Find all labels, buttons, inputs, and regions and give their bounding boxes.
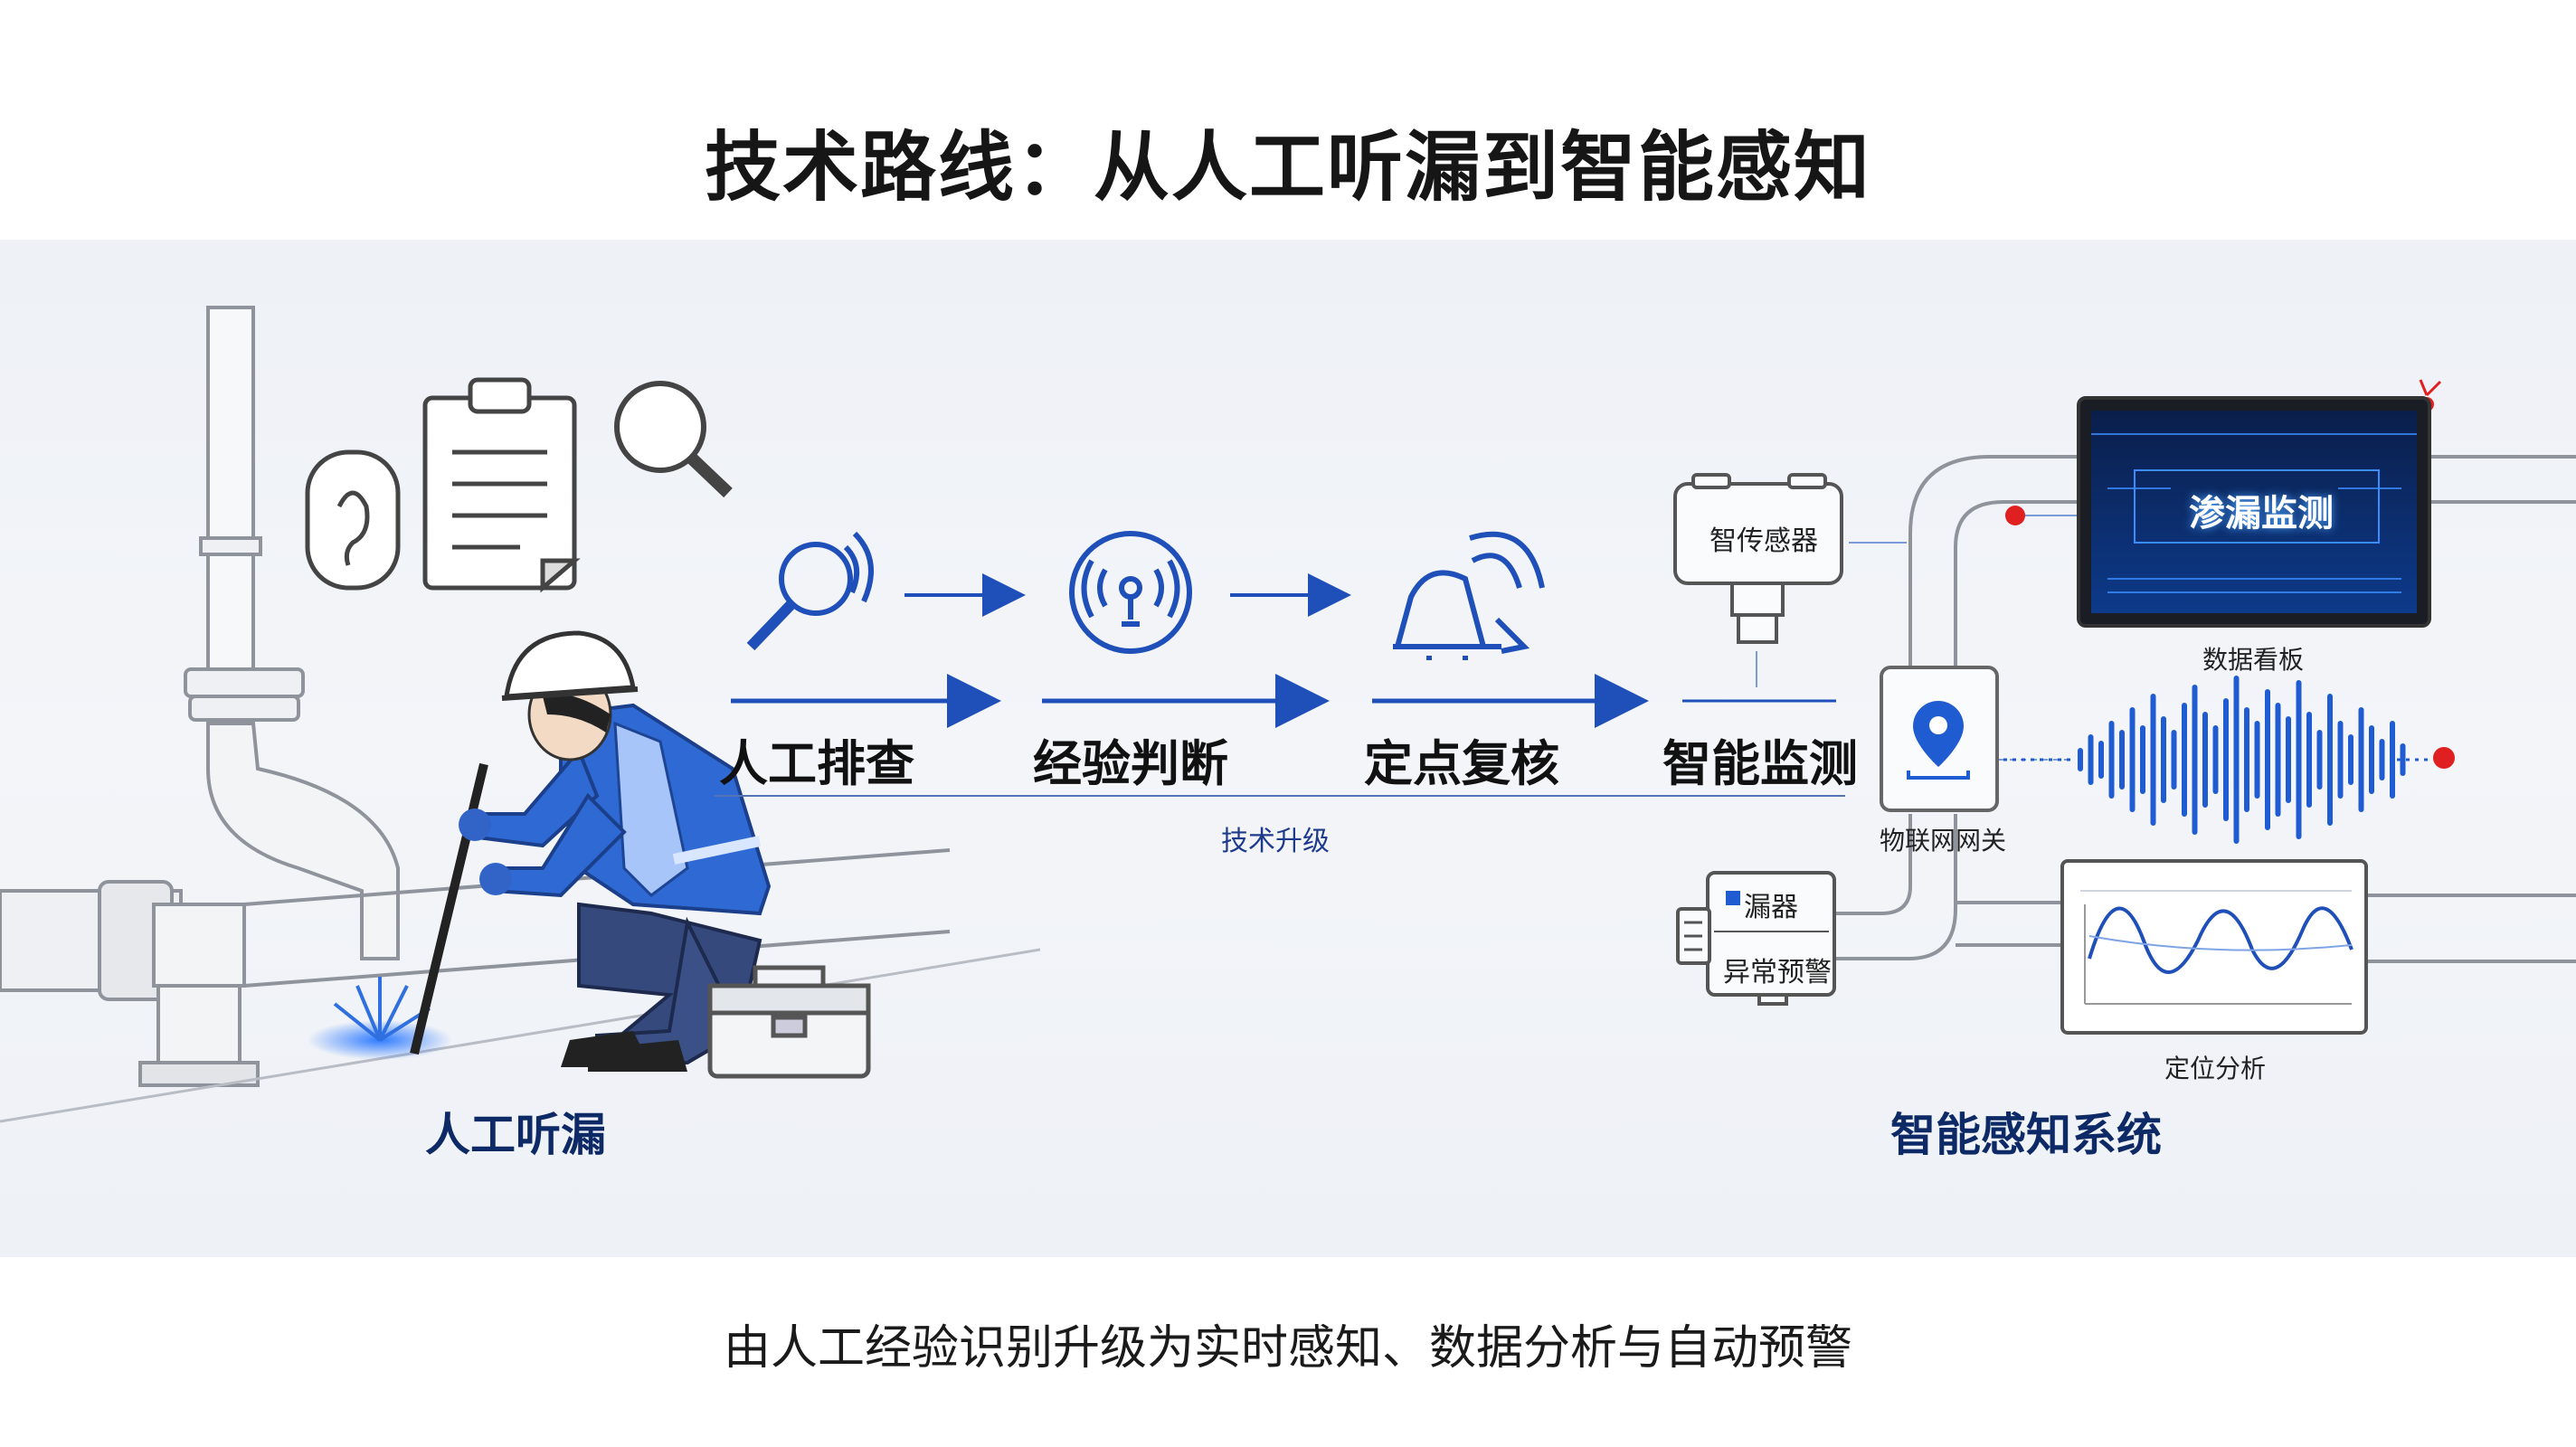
section-label-smart: 智能感知系统 xyxy=(1890,1109,2162,1161)
analysis-caption: 定位分析 xyxy=(2164,1054,2267,1083)
pipe-network-right xyxy=(1836,455,2576,963)
step-label-spot-recheck: 定点复核 xyxy=(1364,735,1559,792)
alert-dot-wave xyxy=(2433,747,2455,769)
search-signal-icon xyxy=(746,531,874,651)
step-label-experience-judgment: 经验判断 xyxy=(1033,735,1228,792)
magnifier-icon-grey xyxy=(614,381,733,498)
dashboard-screen-title: 渗漏监测 xyxy=(2189,493,2334,534)
page-title: 技术路线：从人工听漏到智能感知 xyxy=(704,123,1871,212)
footer-band xyxy=(0,1257,2576,1447)
sensor-node-icon xyxy=(1069,531,1192,654)
step-icons xyxy=(746,531,1545,660)
alert-dot-pipe xyxy=(2005,506,2025,525)
upgrade-label: 技术升级 xyxy=(1221,826,1330,857)
toolbox-icon xyxy=(707,965,871,1079)
detector-alert-label: 异常预警 xyxy=(1723,957,1832,988)
dashboard-caption: 数据看板 xyxy=(2202,645,2305,675)
iot-gateway-device xyxy=(1880,666,1999,812)
ear-icon xyxy=(305,449,401,591)
smart-sensor-device xyxy=(1673,473,1843,644)
sound-waveform xyxy=(2078,676,2406,844)
pipe-network-left xyxy=(0,306,951,1087)
leak-detector-device xyxy=(1676,871,1836,1006)
detector-title: 漏器 xyxy=(1744,892,1798,923)
alert-spark-icon xyxy=(2419,379,2442,397)
step-label-manual-inspection: 人工排查 xyxy=(719,735,914,792)
gateway-caption: 物联网网关 xyxy=(1880,826,2007,856)
location-analysis-panel xyxy=(2060,859,2368,1035)
section-label-manual: 人工听漏 xyxy=(425,1109,606,1161)
footer-summary: 由人工经验识别升级为实时感知、数据分析与自动预警 xyxy=(723,1321,1852,1376)
dashboard-monitor xyxy=(2077,396,2431,628)
alarm-bell-icon xyxy=(1393,531,1545,660)
clipboard-icon xyxy=(422,377,581,593)
header-band xyxy=(0,0,2576,240)
connector-lines xyxy=(1756,515,2080,761)
sensor-device-label: 智传感器 xyxy=(1709,525,1818,557)
step-label-smart-monitoring: 智能监测 xyxy=(1662,735,1858,792)
worker-figure xyxy=(410,630,772,1072)
